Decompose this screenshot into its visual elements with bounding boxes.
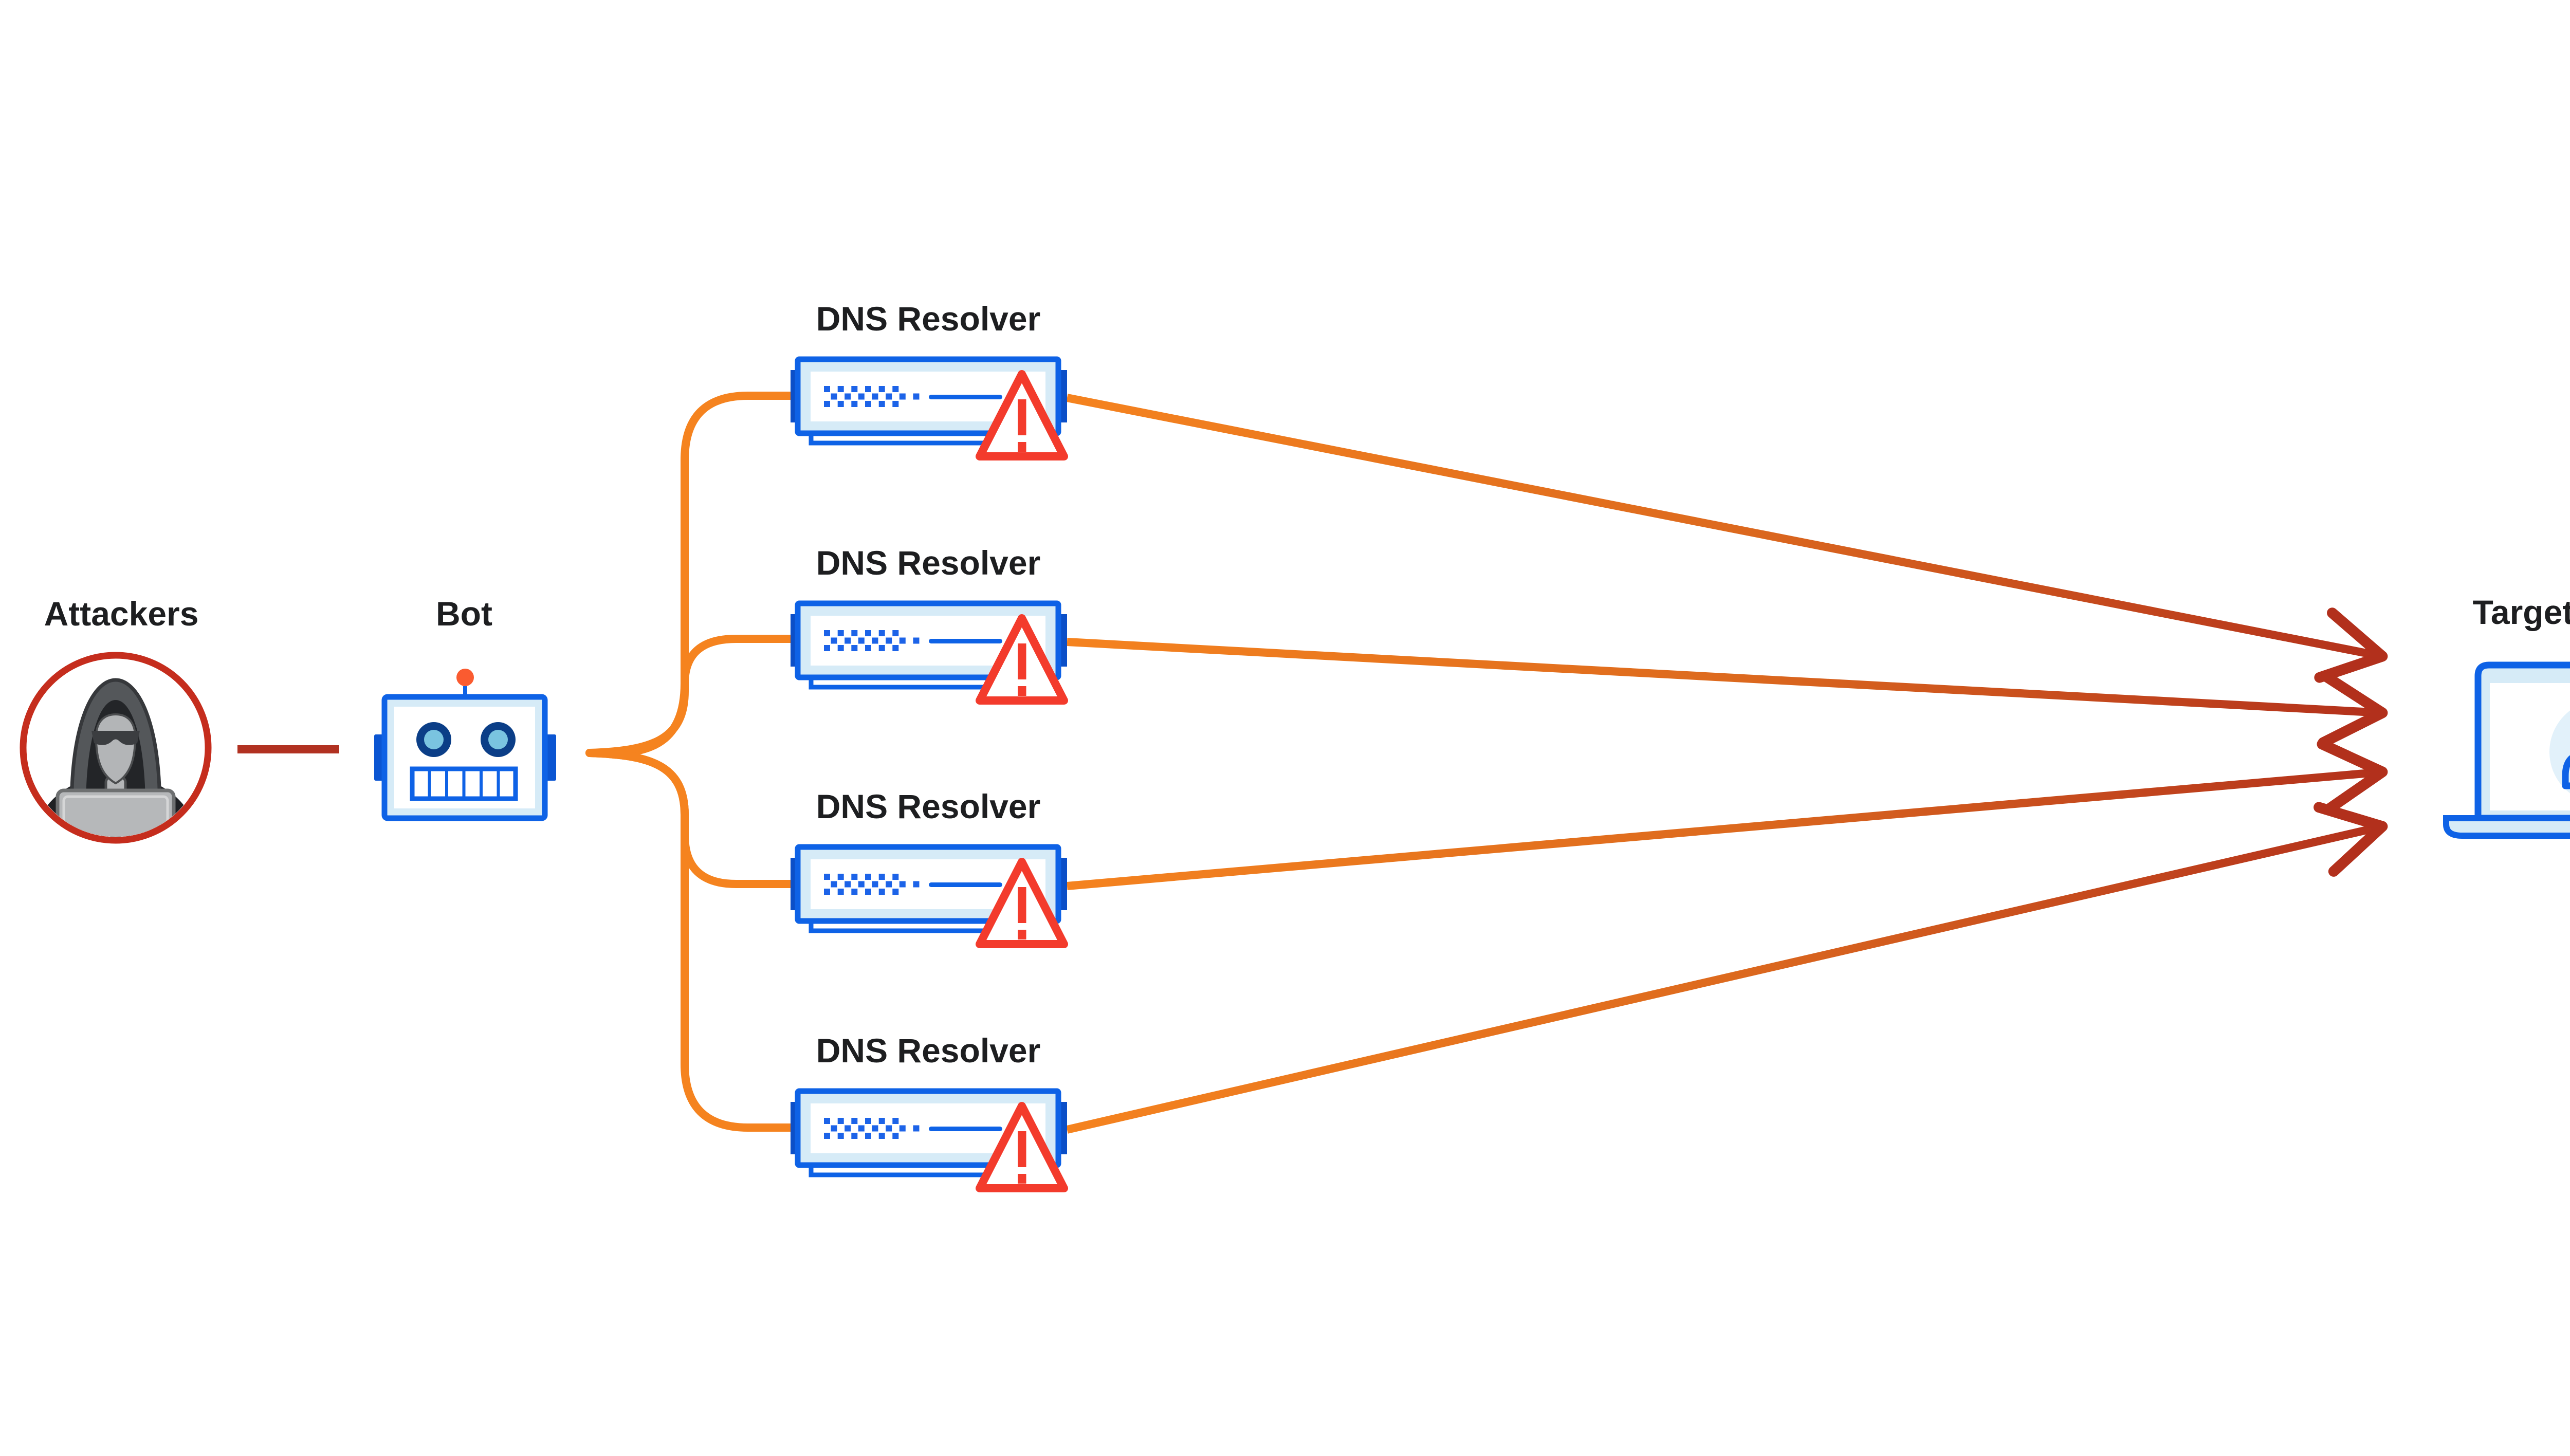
hacker-sunglasses: [91, 731, 140, 745]
robot-eye-right-pupil: [488, 730, 508, 749]
server-vent-dots: [824, 386, 920, 407]
warning-triangle-icon: [976, 858, 1068, 948]
server-slot-line: [929, 639, 1002, 643]
server-slot-line: [929, 395, 1002, 399]
warning-triangle-icon: [976, 370, 1068, 460]
server-vent-dots: [824, 1118, 920, 1139]
robot-eye-left-pupil: [424, 730, 444, 749]
dns-resolver-node-1: [761, 311, 1090, 483]
server-vent-dots: [824, 630, 920, 651]
user-icon: [2562, 755, 2570, 789]
dns-resolver-node-4: [761, 1043, 1090, 1215]
attackers-label: Attackers: [44, 595, 199, 633]
warning-triangle-icon: [976, 614, 1068, 705]
dns-resolver-node-2: [761, 555, 1090, 727]
robot-mouth: [410, 766, 518, 801]
bot-to-resolver-lines: [585, 392, 801, 1132]
dns-resolver-node-3: [761, 799, 1090, 971]
dns-resolver-label-2: DNS Resolver: [816, 544, 1041, 582]
dns-server-icon: [791, 600, 1068, 705]
laptop-base: [2443, 815, 2570, 839]
attacker-icon: [10, 642, 226, 861]
targeted-victim-label: Targeted Victim: [2472, 593, 2570, 631]
robot-antenna-dot: [456, 669, 474, 686]
attack-line-2: [1067, 638, 2388, 748]
dns-resolver-label-1: DNS Resolver: [816, 300, 1041, 338]
victim-icon: [2436, 658, 2570, 845]
fan-line-resolver-2: [585, 635, 801, 757]
warning-triangle-icon: [976, 1102, 1068, 1192]
dns-resolver-label-3: DNS Resolver: [816, 787, 1041, 825]
dns-server-icon: [791, 1088, 1068, 1192]
laptop-user-icon: [2443, 661, 2570, 839]
resolver-to-victim-attack-lines: [1066, 394, 2388, 1134]
server-slot-line: [929, 1127, 1002, 1131]
server-vent-dots: [824, 874, 920, 895]
attack-line-3: [1067, 739, 2388, 890]
hooded-hacker-icon: [20, 652, 212, 844]
attack-line-1: [1066, 394, 2388, 683]
bot-label: Bot: [436, 595, 492, 633]
hacker-laptop: [56, 788, 176, 837]
dns-server-icon: [791, 844, 1068, 948]
dns-server-icon: [791, 356, 1068, 460]
robot-icon: [374, 669, 556, 821]
server-slot-line: [929, 882, 1002, 887]
laptop-hinge-notch: [2568, 815, 2570, 821]
attack-line-4: [1066, 802, 2388, 1134]
fan-line-resolver-4: [585, 749, 801, 1132]
bot-icon: [365, 663, 571, 830]
dns-resolver-label-4: DNS Resolver: [816, 1031, 1041, 1070]
